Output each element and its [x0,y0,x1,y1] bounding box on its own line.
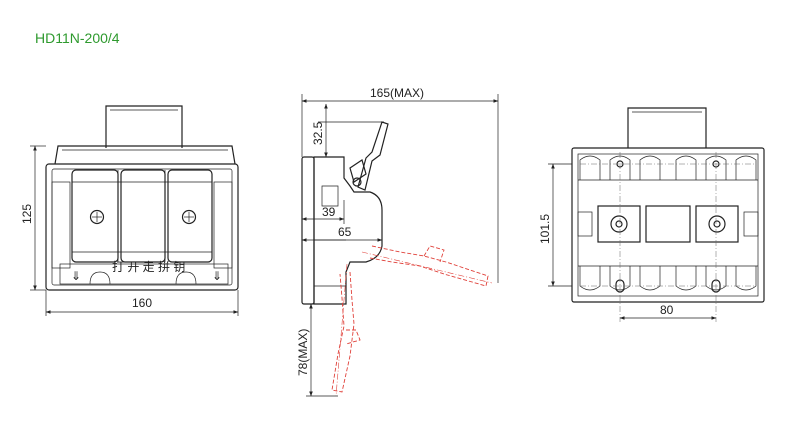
side-view: 165(MAX) 32.5 39 65 78(MAX) [296,86,499,397]
side-offset-label: 32.5 [311,121,325,145]
side-depth-label-2: 65 [338,225,352,239]
side-depth-label-1: 39 [322,205,336,219]
front-view: ⇓ ⇓ 打 开 走 拼 钥 125 160 [20,105,239,316]
front-body [45,163,239,291]
back-view: 101.5 80 [538,107,765,322]
side-width-label: 165(MAX) [370,86,424,100]
back-width-label: 80 [660,303,674,317]
front-width-label: 160 [132,296,152,310]
side-base [301,156,315,305]
model-title: HD11N-200/4 [35,30,120,46]
svg-text:⇓: ⇓ [212,269,222,283]
front-height-label: 125 [20,204,34,224]
side-swing-label: 78(MAX) [296,329,310,376]
back-height-label: 101.5 [538,214,552,244]
back-body [571,147,765,303]
svg-text:⇓: ⇓ [71,269,81,283]
front-handle [105,105,183,148]
back-handle [627,107,707,148]
side-handle [357,121,389,191]
handle-marking: 打 开 走 拼 钥 [112,260,185,274]
